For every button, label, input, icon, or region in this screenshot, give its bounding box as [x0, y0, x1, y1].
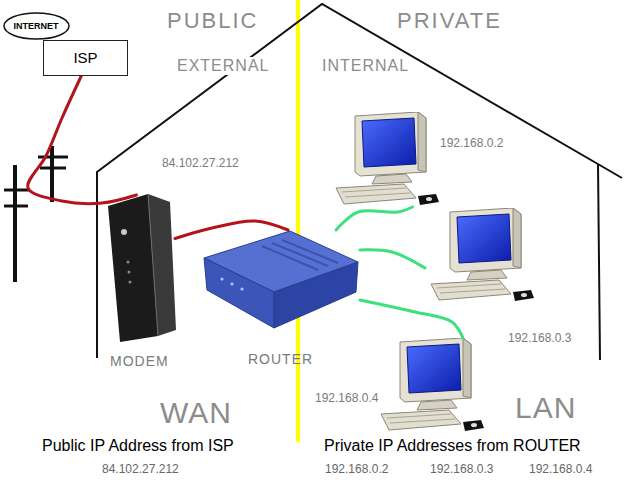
node-label: 192.168.0.3 — [508, 332, 571, 346]
zone-subheading: EXTERNAL — [175, 57, 271, 75]
computer-picture — [431, 208, 534, 301]
network-type: WAN — [158, 396, 234, 431]
ip-address: 84.102.27.212 — [160, 157, 241, 171]
node-label: MODEM — [110, 353, 169, 369]
router-device: ROUTER — [200, 230, 360, 330]
computer-device: 192.168.0.2 — [330, 112, 440, 207]
router-light — [220, 277, 223, 280]
isp-box: ISP — [43, 40, 128, 76]
label-holder: Public IP Address from ISP — [40, 437, 236, 455]
label-holder: PRIVATE — [395, 8, 504, 33]
ip-address: 192.168.0.3 — [428, 463, 495, 477]
label-holder: LAN — [513, 391, 578, 426]
router-vent — [282, 240, 338, 263]
cable-line — [360, 300, 463, 338]
house-outline — [97, 4, 622, 358]
caption-line: Public IP Address from ISP — [40, 437, 236, 455]
modem-light — [127, 261, 130, 264]
network-type: LAN — [513, 391, 578, 426]
node-label: INTERNET — [14, 21, 59, 31]
modem-picture — [108, 194, 176, 342]
cable-line — [336, 207, 413, 230]
modem-edge — [148, 194, 158, 336]
router-front — [204, 258, 274, 328]
ip-address: 192.168.0.2 — [323, 463, 390, 477]
label-holder: INTERNAL — [320, 57, 411, 75]
label-holder: PUBLIC — [165, 8, 260, 33]
zone-subheading: INTERNAL — [320, 57, 411, 75]
label-holder: Private IP Addresses from ROUTER — [322, 437, 583, 455]
cloud-ellipse: INTERNET — [3, 12, 70, 40]
label-holder: EXTERNAL — [175, 57, 271, 75]
label-holder: 192.168.0.2 — [323, 459, 390, 477]
label-holder: 192.168.0.4 — [527, 459, 594, 477]
telephone-pole — [13, 165, 17, 282]
computer-picture — [336, 112, 439, 205]
node-label: 192.168.0.4 — [315, 392, 378, 406]
ellipse-shape — [4, 13, 69, 39]
telephone-pole — [50, 146, 54, 202]
label-holder: 192.168.0.3 — [428, 459, 495, 477]
zone-heading: PRIVATE — [395, 8, 504, 33]
label-holder: 84.102.27.212 — [100, 459, 181, 477]
node-label: 192.168.0.2 — [440, 137, 503, 151]
label-holder: 84.102.27.212 — [160, 153, 241, 171]
pole-crossbar — [40, 167, 66, 170]
boundary-line — [296, 0, 300, 442]
pole-crossbar — [38, 156, 68, 159]
caption-line: Private IP Addresses from ROUTER — [322, 437, 583, 455]
zone-heading: PUBLIC — [165, 8, 260, 33]
node-label: ROUTER — [248, 351, 313, 367]
label-holder: WAN — [158, 396, 234, 431]
computer-device: 192.168.0.4 — [375, 338, 485, 433]
cable-line — [175, 221, 288, 239]
modem-logo — [121, 229, 127, 235]
router-light — [240, 287, 243, 290]
modem-light — [128, 271, 131, 274]
cable-line — [28, 76, 137, 204]
ip-address: 84.102.27.212 — [100, 463, 181, 477]
house-wall — [598, 164, 600, 360]
connector-group — [28, 76, 463, 338]
cable-line — [360, 250, 425, 268]
modem-light — [129, 281, 132, 284]
pole-crossbar — [4, 205, 28, 208]
computer-picture — [381, 338, 484, 431]
router-picture — [204, 231, 358, 328]
pole-crossbar — [4, 189, 30, 192]
modem-device: MODEM — [105, 195, 175, 340]
node-label: ISP — [73, 49, 97, 66]
modem-side — [148, 194, 176, 336]
computer-device: 192.168.0.3 — [425, 208, 535, 308]
router-side — [274, 262, 358, 328]
ip-address: 192.168.0.4 — [527, 463, 594, 477]
router-light — [230, 282, 233, 285]
